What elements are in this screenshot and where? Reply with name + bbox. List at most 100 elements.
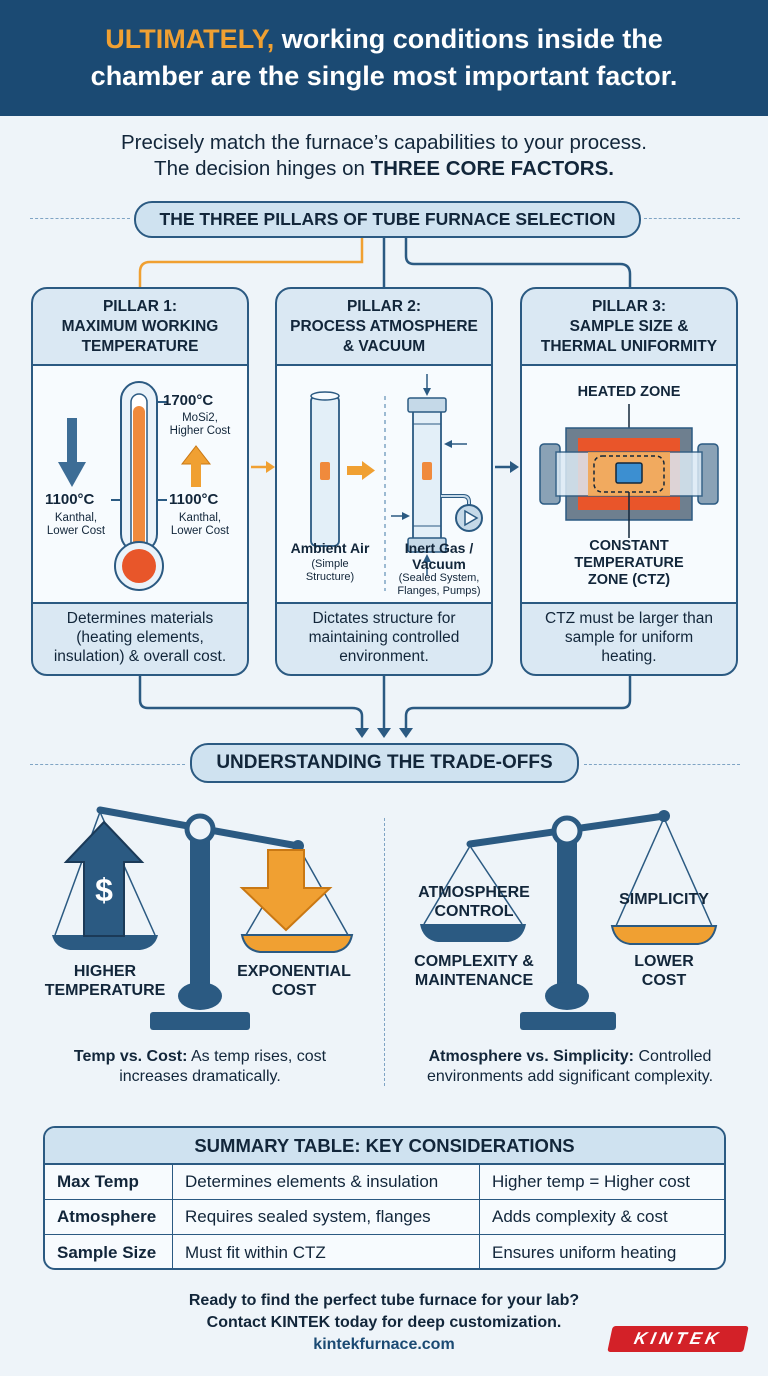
furnace-cross-section-icon <box>539 404 719 538</box>
pillar-2-card: PILLAR 2: PROCESS ATMOSPHERE & VACUUM <box>275 287 493 676</box>
p2-left-label: Ambient Air <box>290 540 370 556</box>
p1-high-note: MoSi2, Higher Cost <box>157 412 243 438</box>
p2-arrow-head <box>362 461 375 480</box>
p2-left-sub-2: Structure) <box>305 571 355 583</box>
p3-ctz-2: TEMPERATURE <box>574 555 684 571</box>
pillar-1-title-line-2: MAXIMUM WORKING <box>61 317 219 335</box>
p3-foot-1: CTZ must be larger than <box>545 610 713 627</box>
pillar-2-title: PILLAR 2: PROCESS ATMOSPHERE & VACUUM <box>277 289 491 366</box>
p1-foot-3: insulation) & overall cost. <box>53 648 227 665</box>
table-cell-impact: Requires sealed system, flanges <box>173 1200 480 1234</box>
divider-left-2 <box>30 764 185 765</box>
tradeoffs-title: UNDERSTANDING THE TRADE-OFFS <box>190 743 579 783</box>
p1-high-note-1: MoSi2, <box>182 412 218 424</box>
divider-left <box>30 218 130 219</box>
pillar-2-title-line-3: & VACUUM <box>342 337 426 355</box>
caption-temp-rest-1: As temp rises, cost <box>187 1048 327 1065</box>
sample-left <box>320 462 330 480</box>
pump-pipe-inner <box>441 495 470 506</box>
pillar-3-card: PILLAR 3: SAMPLE SIZE & THERMAL UNIFORMI… <box>520 287 738 676</box>
pillar-2-footer: Dictates structure for maintaining contr… <box>277 604 491 671</box>
ctz-outline <box>593 455 665 493</box>
table-cell-impact: Determines elements & insulation <box>173 1165 480 1199</box>
caption-atm-line-1: Atmosphere vs. Simplicity: Controlled <box>392 1047 748 1067</box>
down-arrow-shaft <box>67 418 77 464</box>
balance-scales <box>52 806 718 1030</box>
intro-line-2: The decision hinges on THREE CORE FACTOR… <box>0 156 768 182</box>
p1-right-note: Kanthal, Lower Cost <box>157 512 243 538</box>
divider-right-2 <box>584 764 740 765</box>
p2-right-sub-1: (Sealed System, <box>398 572 480 584</box>
table-row: Max Temp Determines elements & insulatio… <box>45 1165 724 1200</box>
tube-diagram-icon <box>310 374 483 591</box>
table-cell-factor: Atmosphere <box>45 1200 173 1234</box>
divider-right <box>644 218 740 219</box>
caption-atm-line-2: environments add significant complexity. <box>426 1068 714 1085</box>
pillar-1-body: 1700°C MoSi2, Higher Cost 1100°C Kanthal… <box>33 366 247 604</box>
label-lower-cost-2: COST <box>641 972 687 989</box>
p2-left-sub-1: (Simple <box>311 558 349 570</box>
caption-temp-line-1: Temp vs. Cost: As temp rises, cost <box>30 1047 370 1067</box>
pillars-title: THE THREE PILLARS OF TUBE FURNACE SELECT… <box>134 201 641 238</box>
p1-right-note-2: Lower Cost <box>170 525 230 537</box>
p3-ctz-3: ZONE (CTZ) <box>587 572 671 588</box>
p1-left-note-2: Lower Cost <box>46 525 106 537</box>
gas-in-top-head <box>423 388 431 396</box>
pillar-3-footer: CTZ must be larger than sample for unifo… <box>522 604 736 671</box>
pillar-1-title-line-1: PILLAR 1: <box>102 297 178 315</box>
arrowhead-3 <box>399 728 413 738</box>
label-atmosphere-control-2: CONTROL <box>434 903 514 920</box>
connector-lines <box>138 238 632 738</box>
pivot-left <box>184 813 216 845</box>
p2-foot-2: maintaining controlled <box>308 629 460 646</box>
intro-line-1: Precisely match the furnace’s capabiliti… <box>120 131 648 154</box>
p1-foot-2: (heating elements, <box>76 629 204 646</box>
label-higher-temperature-1: HIGHER <box>73 963 137 980</box>
thermometer-bulb <box>122 549 156 583</box>
p3-foot-3: heating. <box>601 648 657 665</box>
header-line-1: ULTIMATELY, working conditions inside th… <box>105 21 663 58</box>
connector-bottom-right <box>404 676 632 730</box>
table-cell-tradeoff: Adds complexity & cost <box>492 1207 668 1226</box>
caption-atm-bold: Atmosphere vs. Simplicity: <box>428 1048 634 1065</box>
p3-foot-2: sample for uniform <box>564 629 694 646</box>
cost-down-arrow <box>239 849 333 932</box>
table-cell-tradeoff: Higher temp = Higher cost <box>492 1172 690 1191</box>
pan-left-1 <box>52 935 158 950</box>
p2-arrow-shaft <box>347 466 363 475</box>
gas-out-bottom-head <box>423 554 431 562</box>
header-accent: ULTIMATELY, <box>105 24 275 54</box>
base-right <box>520 1012 616 1030</box>
base-left <box>150 1012 250 1030</box>
thermometer-fill <box>133 406 145 556</box>
p1-left-note-1: Kanthal, <box>54 512 98 524</box>
label-complexity-2: MAINTENANCE <box>414 972 534 989</box>
pillar-3-title: PILLAR 3: SAMPLE SIZE & THERMAL UNIFORMI… <box>522 289 736 366</box>
connector-bottom-left <box>138 676 364 730</box>
string-rl1 <box>423 845 471 925</box>
post-left <box>190 828 210 1004</box>
p2-right-label-2: Vacuum <box>412 556 466 572</box>
label-exponential-cost-2: COST <box>271 982 317 999</box>
call-to-action: Ready to find the perfect tube furnace f… <box>0 1290 768 1356</box>
label-complexity: COMPLEXITY & MAINTENANCE <box>404 952 544 990</box>
label-lower-cost-1: LOWER <box>634 953 694 970</box>
p3-ctz-label: CONSTANT TEMPERATURE ZONE (CTZ) <box>522 538 736 589</box>
tradeoff-divider <box>384 818 385 1086</box>
gas-in-left-head <box>402 512 410 520</box>
pillar-3-title-line-3: THERMAL UNIFORMITY <box>540 337 718 355</box>
string-rr2 <box>663 817 713 927</box>
pivot-right <box>551 815 583 847</box>
top-flange <box>407 397 447 413</box>
website-link[interactable]: kintekfurnace.com <box>313 1336 455 1353</box>
pillar-2-body: Ambient Air (Simple Structure) Inert Gas… <box>277 366 491 604</box>
label-exponential-cost-1: EXPONENTIAL <box>237 963 351 980</box>
intro-text: Precisely match the furnace’s capabiliti… <box>0 130 768 182</box>
table-cell-impact: Must fit within CTZ <box>173 1235 480 1268</box>
p2-right-label-1: Inert Gas / <box>404 540 474 556</box>
pillar-3-title-line-2: SAMPLE SIZE & <box>569 317 689 335</box>
pillar-1-title: PILLAR 1: MAXIMUM WORKING TEMPERATURE <box>33 289 247 366</box>
p2-right-sub-2: Flanges, Pumps) <box>397 585 481 597</box>
down-arrow-head <box>58 462 86 487</box>
p2-left-sub: (Simple Structure) <box>277 558 383 584</box>
